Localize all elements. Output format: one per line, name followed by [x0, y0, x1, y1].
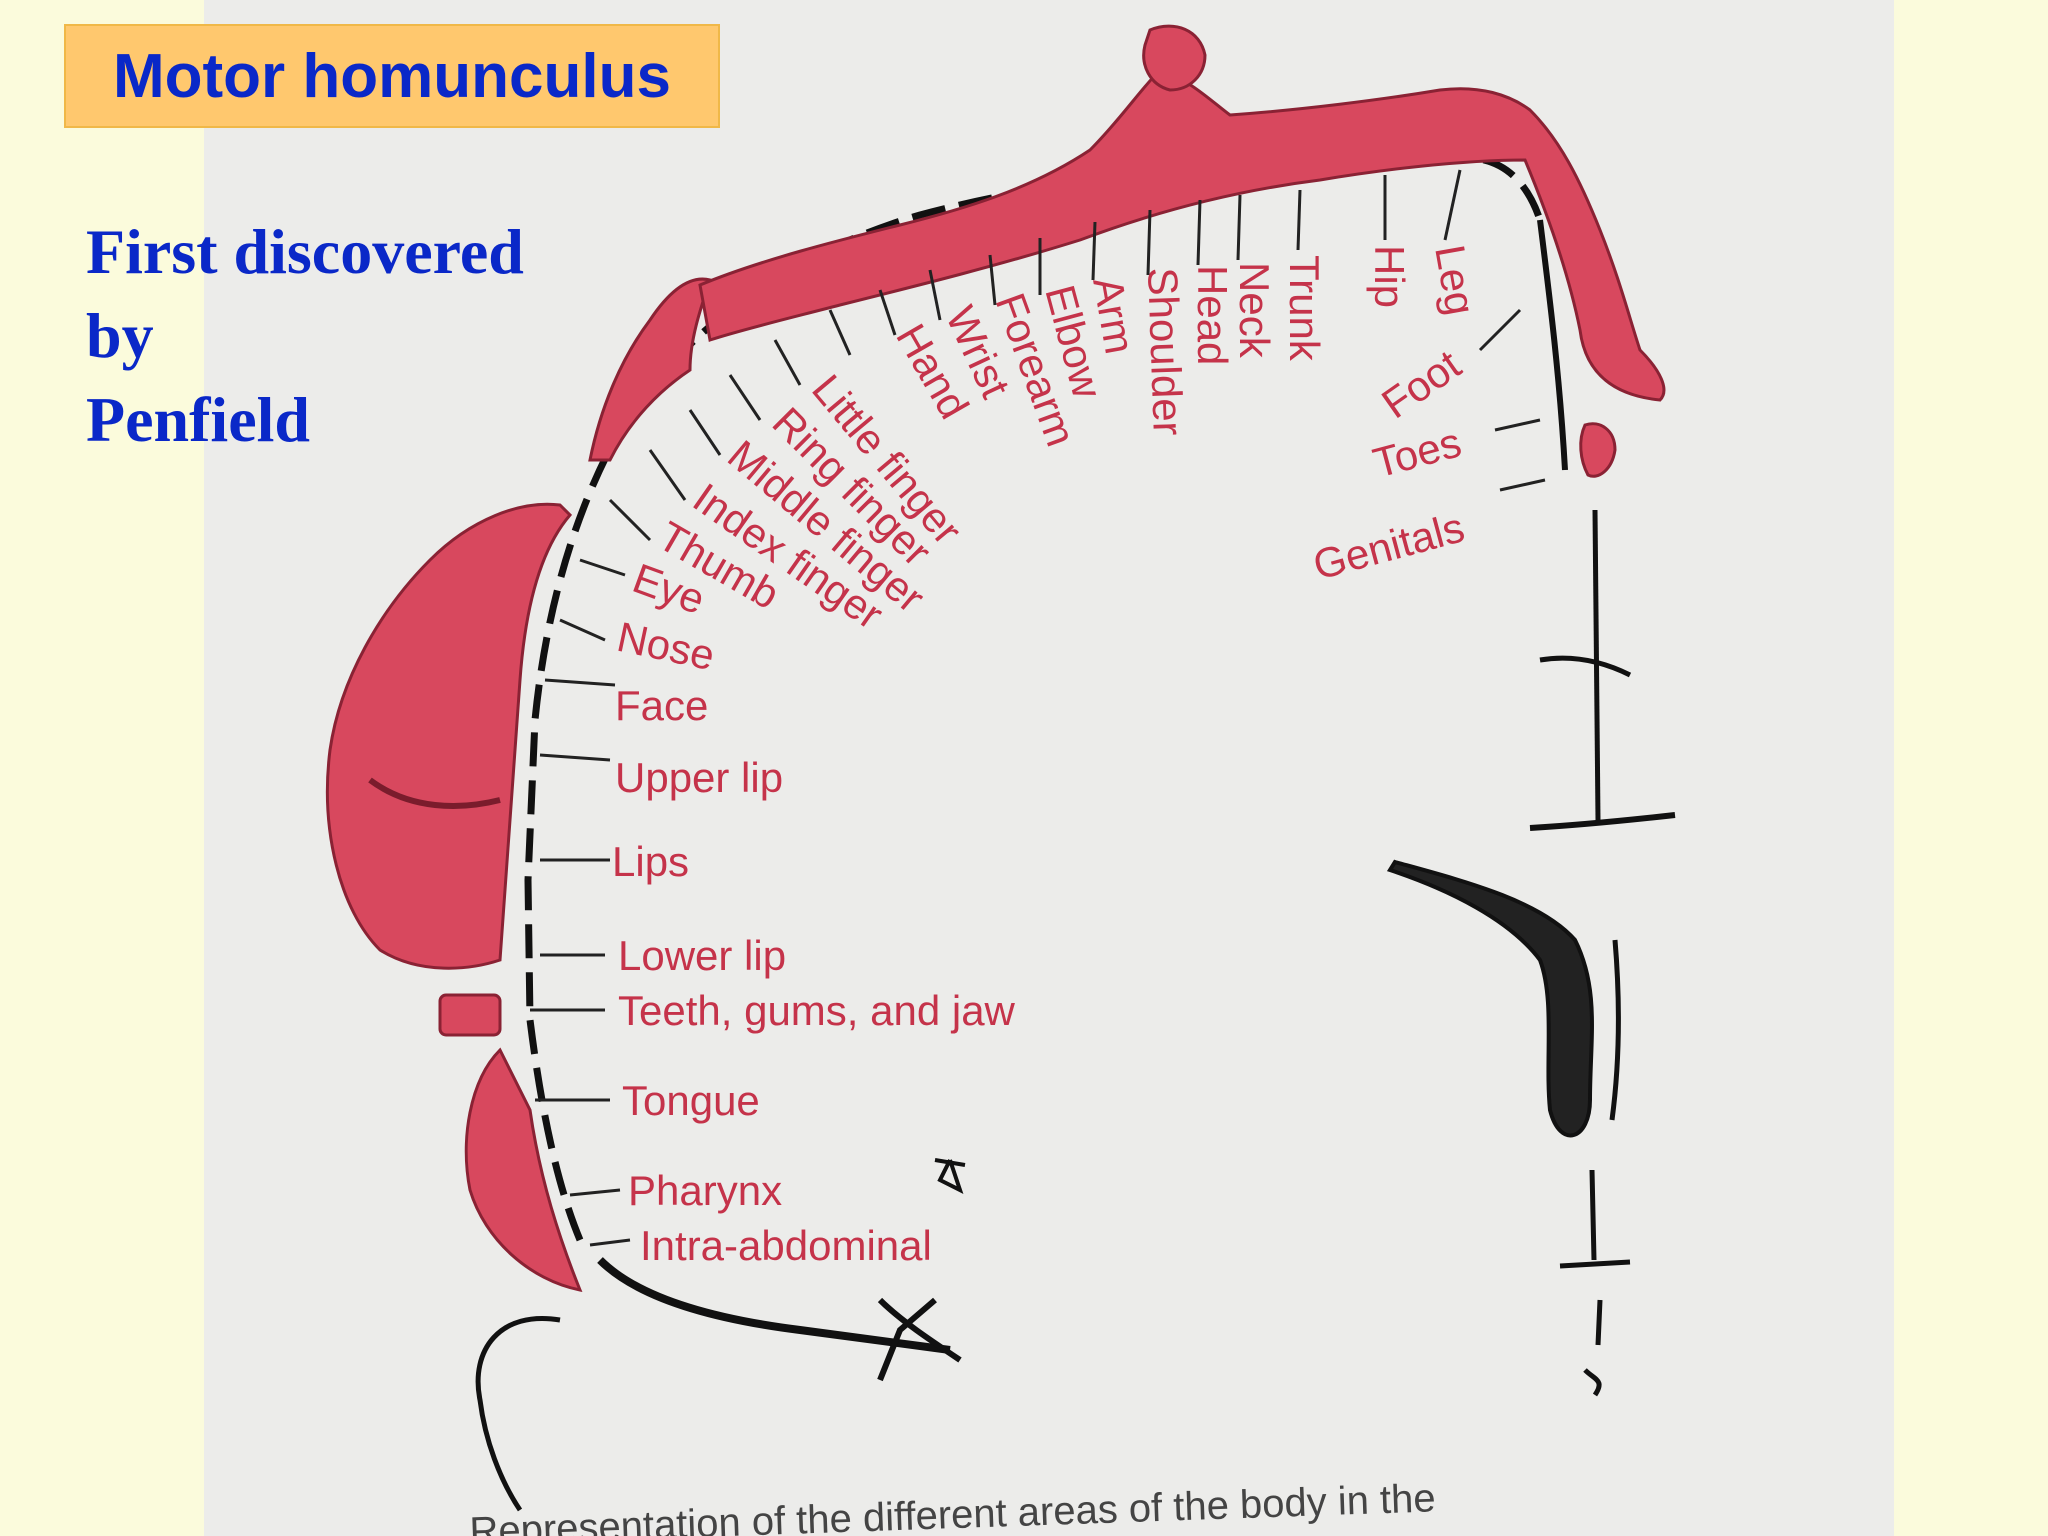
label-trunk: Trunk — [1281, 255, 1328, 362]
label-nose: Nose — [613, 613, 719, 679]
label-tongue: Tongue — [622, 1077, 760, 1124]
sulcus-mark — [877, 1297, 962, 1382]
hand-shape — [588, 277, 712, 462]
arm-trunk-shape — [698, 68, 1666, 402]
label-leg: Leg — [1426, 241, 1484, 318]
label-face: Face — [615, 682, 708, 729]
label-lips: Lips — [612, 838, 689, 885]
tongue-shape — [464, 1047, 583, 1293]
medial-tick-1 — [1539, 655, 1632, 678]
brainstem-mark — [1583, 1299, 1603, 1397]
toes-shape — [1579, 422, 1617, 478]
ventricle-line — [1609, 939, 1621, 1121]
face-shape — [326, 502, 573, 970]
label-shoulder: Shoulder — [1139, 267, 1192, 437]
figure-caption: Representation of the different areas of… — [469, 1476, 1437, 1536]
medial-line-upper — [1592, 509, 1601, 821]
cortex-outline — [597, 1257, 951, 1354]
slide-title-box: Motor homunculus — [64, 24, 720, 128]
label-pharynx: Pharynx — [628, 1167, 782, 1214]
subtitle-line-1: First discovered — [86, 216, 524, 287]
label-foot: Foot — [1373, 340, 1469, 427]
lips-shape — [368, 777, 501, 809]
subtitle-block: First discovered by Penfield — [86, 210, 524, 462]
jaw-shape — [438, 993, 502, 1037]
slide-title: Motor homunculus — [113, 41, 671, 111]
label-hip: Hip — [1366, 245, 1413, 308]
right-hemisphere-edge — [1537, 219, 1568, 471]
medial-line-lower — [1559, 1169, 1631, 1269]
temporal-outline — [475, 1316, 561, 1512]
small-tri-mark — [934, 1158, 966, 1194]
corpus-callosum — [1386, 859, 1594, 1138]
label-genitals: Genitals — [1308, 503, 1469, 588]
head-shape — [1142, 24, 1207, 92]
label-teeth: Teeth, gums, and jaw — [618, 987, 1016, 1034]
label-toes: Toes — [1368, 418, 1466, 486]
label-lower-lip: Lower lip — [618, 932, 786, 979]
homunculus-figure — [326, 24, 1666, 1293]
leader-lines — [530, 169, 1546, 1247]
medial-tick-2 — [1529, 812, 1676, 831]
label-head: Head — [1189, 265, 1236, 365]
label-upper-lip: Upper lip — [615, 754, 783, 801]
subtitle-line-3: Penfield — [86, 384, 310, 455]
label-intra-abdominal: Intra-abdominal — [640, 1222, 932, 1269]
label-neck: Neck — [1231, 262, 1278, 359]
subtitle-line-2: by — [86, 300, 154, 371]
